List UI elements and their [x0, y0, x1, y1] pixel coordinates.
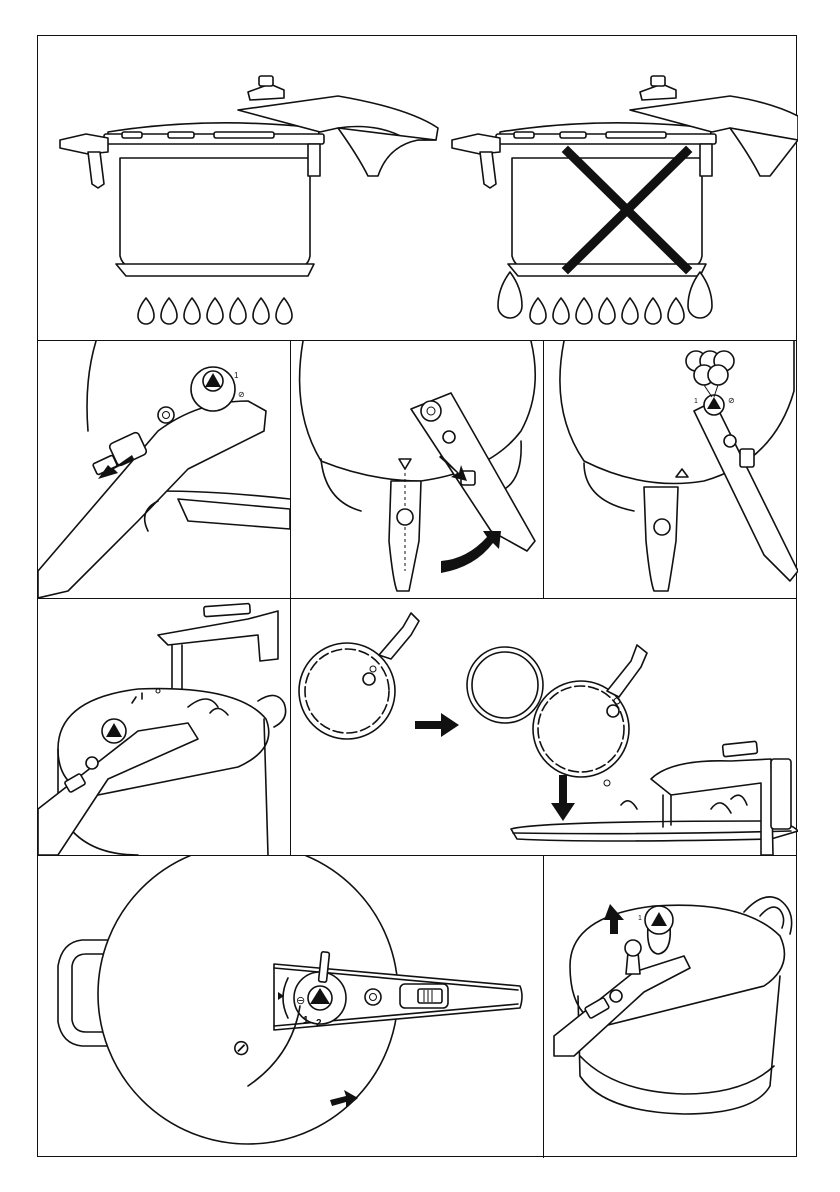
panel-remove-valve: 1: [544, 856, 798, 1158]
svg-text:1: 1: [638, 915, 642, 922]
position-1-label: 1: [303, 1015, 309, 1026]
steam-symbol: ⊘: [238, 390, 245, 399]
large-flames: [498, 272, 712, 324]
position-2-label: 2: [316, 1018, 322, 1029]
pressure-cooker-illustration-2: [452, 76, 798, 276]
small-flames: [138, 298, 292, 324]
svg-text:⊖: ⊖: [296, 995, 305, 1007]
panel-wash-lid: [291, 599, 798, 855]
steam-release-symbol: ⊘: [232, 1035, 250, 1060]
svg-text:1: 1: [694, 398, 698, 405]
panel-pressure-selector: 1 ⊘: [544, 341, 798, 598]
panel-heating: [38, 36, 798, 340]
panel-cool-under-tap: [38, 599, 290, 855]
svg-text:1: 1: [234, 371, 239, 380]
svg-text:⊘: ⊘: [728, 396, 735, 405]
panel-set-valve-open: ⊖ 1 2 ⊘: [38, 856, 543, 1158]
pressure-cooker-illustration: [60, 76, 438, 276]
panel-open-button: 1 ⊘: [38, 341, 290, 598]
instruction-sheet: 1 ⊘: [37, 35, 797, 1157]
panel-lower-handle: [291, 341, 543, 598]
